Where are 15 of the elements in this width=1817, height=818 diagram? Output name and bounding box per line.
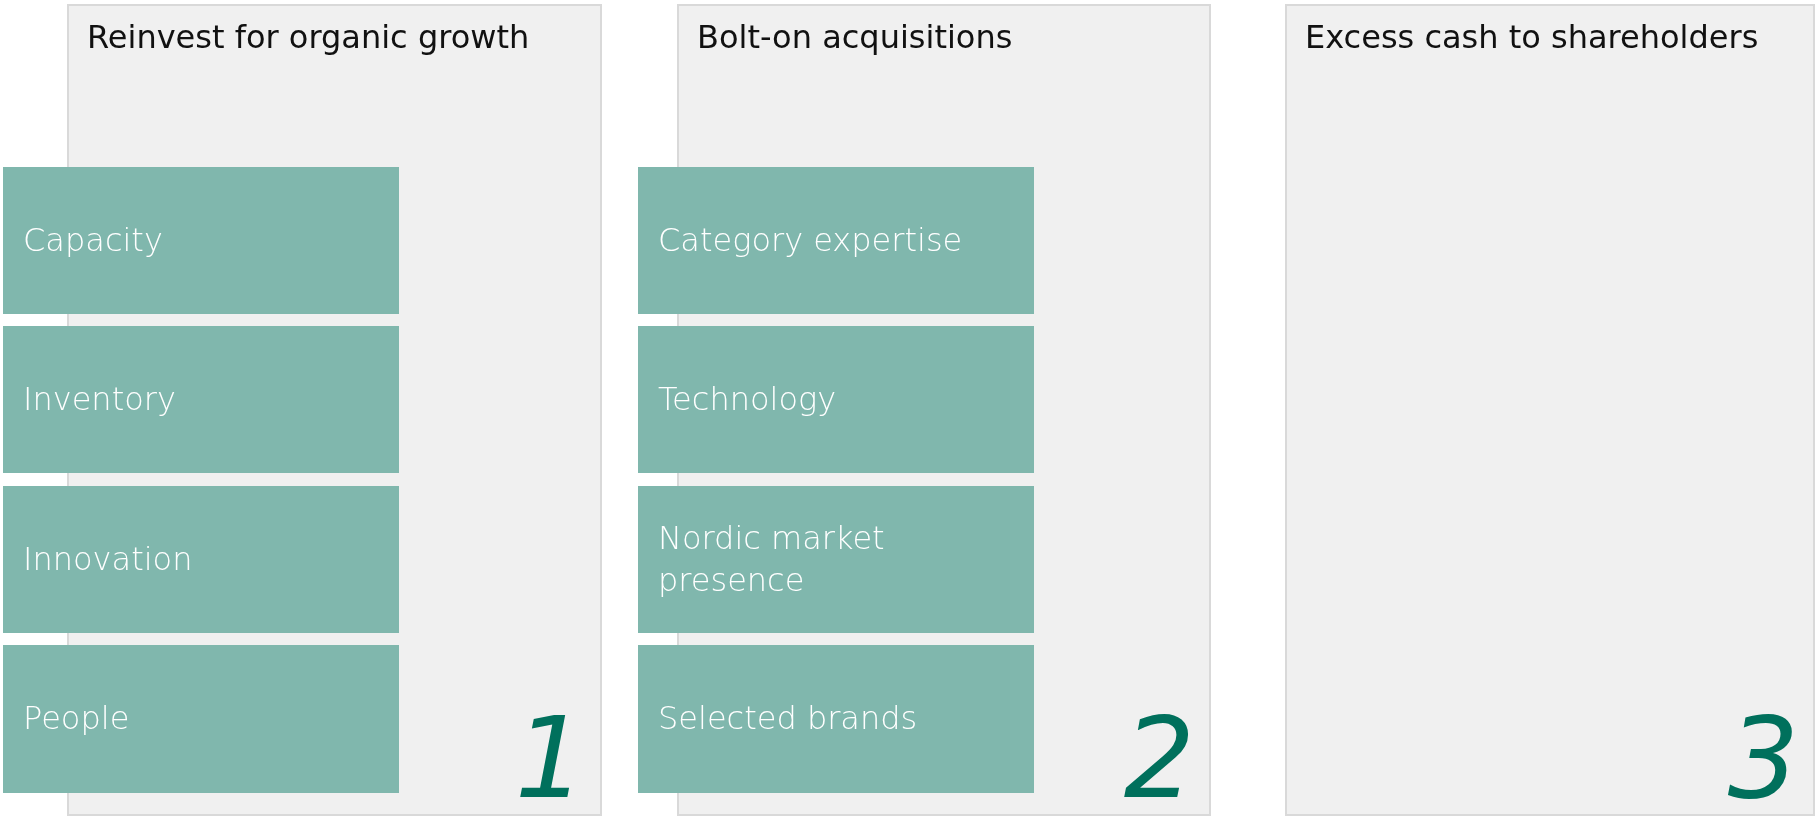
category-box: Capacity xyxy=(3,167,399,314)
category-box: Nordic market presence xyxy=(638,486,1034,633)
step-number: 3 xyxy=(1727,702,1799,814)
category-box: Innovation xyxy=(3,486,399,633)
category-box: Technology xyxy=(638,326,1034,473)
column-panel xyxy=(1285,4,1815,816)
category-box: Selected brands xyxy=(638,645,1034,793)
step-number: 2 xyxy=(1123,702,1195,814)
category-box: Category expertise xyxy=(638,167,1034,314)
panel-heading: Reinvest for organic growth xyxy=(87,18,530,56)
panel-heading: Excess cash to shareholders xyxy=(1305,18,1759,56)
category-box: Inventory xyxy=(3,326,399,473)
step-number: 1 xyxy=(514,702,586,814)
category-box: People xyxy=(3,645,399,793)
panel-heading: Bolt-on acquisitions xyxy=(697,18,1013,56)
